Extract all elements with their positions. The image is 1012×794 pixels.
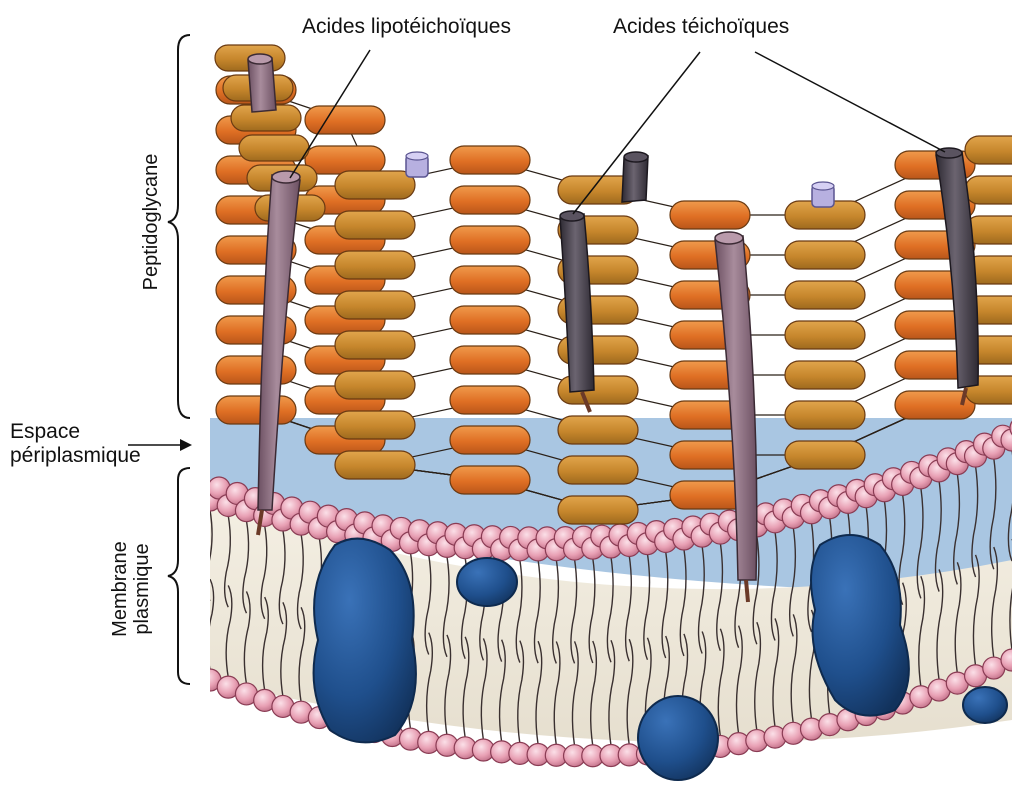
label-peptidoglycan: Peptidoglycane [140, 142, 164, 302]
glycan-unit [450, 226, 530, 254]
glycan-unit [785, 361, 865, 389]
glycan-unit [558, 456, 638, 484]
glycan-unit [450, 186, 530, 214]
glycan-unit [965, 176, 1012, 204]
glycan-unit [450, 346, 530, 374]
glycan-unit [670, 201, 750, 229]
rod-tip [715, 232, 743, 244]
label-membrane-line1: Membrane [109, 529, 131, 649]
glycan-unit [450, 466, 530, 494]
glycan-unit [785, 401, 865, 429]
glycan-unit [305, 106, 385, 134]
label-plasma-membrane: Membrane plasmique [109, 529, 157, 649]
glycan-unit [335, 331, 415, 359]
lipoteichoic-anchor [746, 580, 748, 602]
glycan-unit [965, 136, 1012, 164]
membrane-protein [638, 696, 718, 780]
rod-tip [248, 54, 272, 64]
label-lipoteichoic-acids: Acides lipotéichoïques [302, 15, 511, 39]
glycan-unit [216, 356, 296, 384]
glycan-unit [785, 441, 865, 469]
membrane-protein [457, 558, 517, 606]
glycan-unit [239, 135, 309, 161]
glycan-unit [335, 211, 415, 239]
glycan-unit [335, 251, 415, 279]
glycan-unit [335, 411, 415, 439]
label-periplasmic-line1: Espace [10, 420, 141, 444]
label-teichoic-acids: Acides téichoïques [613, 15, 789, 39]
glycan-unit [785, 321, 865, 349]
label-periplasmic-space: Espace périplasmique [10, 420, 141, 468]
rod-tip [272, 171, 300, 183]
membrane-protein [314, 539, 416, 743]
lipoteichoic-acid-rod [248, 58, 276, 112]
glycan-unit [450, 146, 530, 174]
glycan-unit [450, 266, 530, 294]
periplasm-arrow-head [180, 439, 192, 451]
stub-marker-top [406, 152, 428, 160]
glycan-unit [305, 146, 385, 174]
glycan-unit [335, 451, 415, 479]
leader-teichoic-2 [755, 52, 945, 152]
rod-tip [560, 211, 584, 221]
glycan-unit [785, 241, 865, 269]
glycan-unit [335, 371, 415, 399]
rod-tip [624, 152, 648, 162]
teichoic-acid-rod [622, 156, 648, 202]
peptidoglycan-brace [168, 35, 190, 418]
glycan-unit [450, 306, 530, 334]
membrane-brace [168, 468, 190, 684]
glycan-unit [450, 426, 530, 454]
glycan-unit [785, 281, 865, 309]
label-membrane-line2: plasmique [131, 529, 153, 649]
glycan-unit [558, 496, 638, 524]
label-periplasmic-line2: périplasmique [10, 444, 141, 468]
glycan-unit [558, 416, 638, 444]
glycan-unit [335, 291, 415, 319]
stub-marker-top [812, 182, 834, 190]
glycan-unit [450, 386, 530, 414]
membrane-protein [963, 687, 1007, 723]
glycan-unit [216, 396, 296, 424]
glycan-unit [335, 171, 415, 199]
